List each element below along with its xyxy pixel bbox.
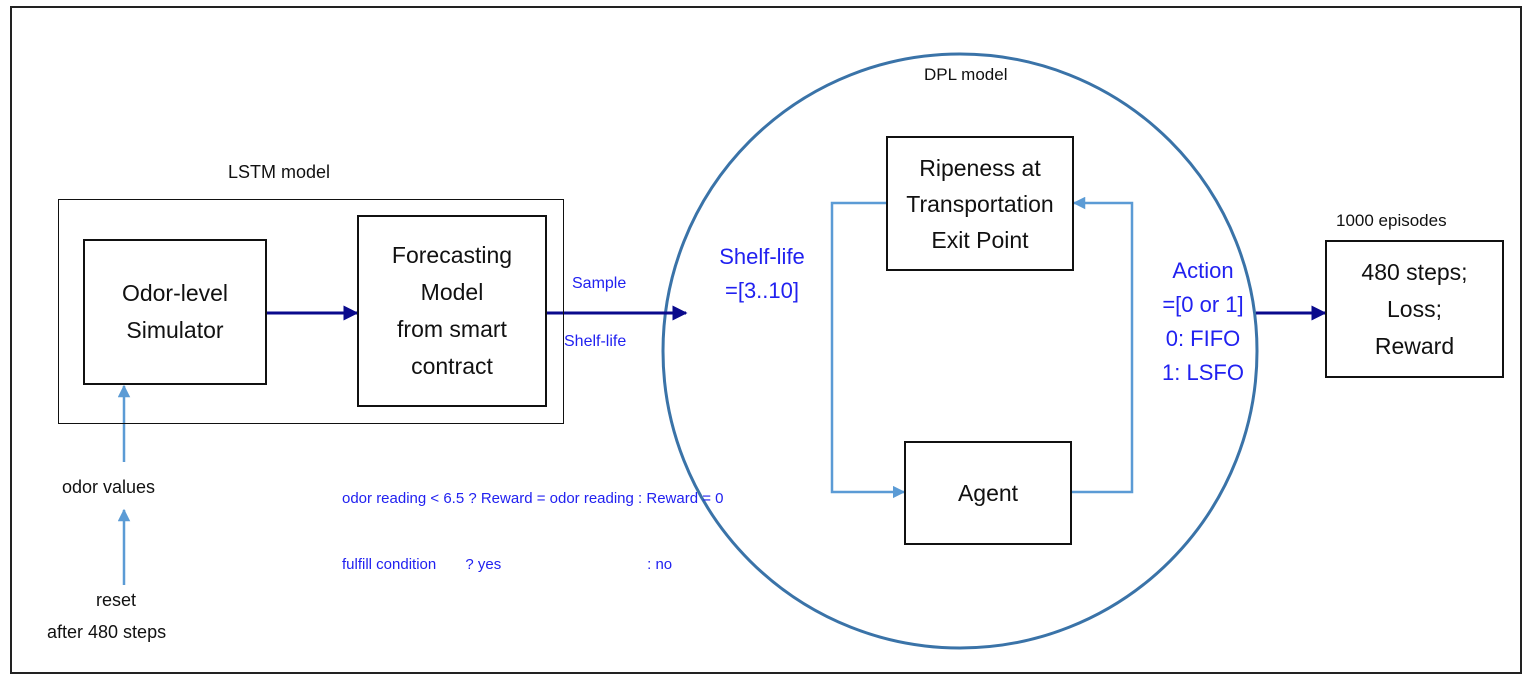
forecast-line1: Forecasting: [391, 242, 513, 268]
action-values: Action =[0 or 1] 0: FIFO 1: LSFO: [1140, 254, 1266, 390]
forecast-line3: from smart: [397, 316, 507, 342]
odor-level-simulator-box: Odor-level Simulator: [83, 239, 267, 385]
shelf-life-line1: Shelf-life: [719, 244, 805, 269]
forecast-line4: contract: [411, 353, 493, 379]
arrow-ripeness-to-agent: [830, 201, 906, 499]
ripeness-line3: Exit Point: [931, 226, 1029, 253]
episodes-line1: 480 steps;: [1361, 258, 1468, 285]
simulator-line2: Simulator: [126, 317, 224, 343]
episodes-title: 1000 episodes: [1336, 211, 1447, 230]
condition-line2: fulfill condition ? yes : no: [342, 556, 673, 573]
episodes-line2: Loss;: [1387, 295, 1442, 322]
ripeness-line2: Transportation: [906, 190, 1054, 217]
reward-condition: odor reading < 6.5 ? Reward = odor readi…: [342, 444, 724, 598]
action-line2: =[0 or 1]: [1162, 292, 1244, 317]
condition-line1: odor reading < 6.5 ? Reward = odor readi…: [342, 490, 724, 507]
agent-label: Agent: [957, 479, 1019, 506]
episodes-box: 480 steps; Loss; Reward: [1325, 240, 1504, 378]
forecast-line2: Model: [420, 279, 484, 305]
edge-label-shelf-life: Shelf-life: [564, 333, 627, 350]
edge-label-sample: Sample: [572, 275, 627, 292]
episodes-line3: Reward: [1374, 332, 1455, 359]
forecasting-model-box: Forecasting Model from smart contract: [357, 215, 547, 407]
agent-box: Agent: [904, 441, 1072, 545]
lstm-model-title: LSTM model: [228, 162, 331, 182]
reset-after-label: after 480 steps: [47, 622, 167, 642]
action-line1: Action: [1172, 258, 1234, 283]
action-line4: 1: LSFO: [1162, 360, 1244, 385]
reset-label: reset: [96, 590, 137, 610]
lstm-model-container: [58, 199, 564, 424]
shelf-life-line2: =[3..10]: [724, 278, 799, 303]
arrow-agent-to-ripeness: [1072, 196, 1134, 494]
simulator-line1: Odor-level: [121, 280, 229, 306]
dpl-model-title: DPL model: [924, 65, 1008, 84]
dpl-model-circle: [661, 52, 1259, 650]
diagram-frame: [10, 6, 1522, 674]
ripeness-box: Ripeness at Transportation Exit Point: [886, 136, 1074, 271]
shelf-life-range: Shelf-life =[3..10]: [698, 240, 826, 308]
action-line3: 0: FIFO: [1165, 326, 1241, 351]
ripeness-line1: Ripeness at: [919, 154, 1041, 181]
odor-values-label: odor values: [62, 477, 156, 497]
